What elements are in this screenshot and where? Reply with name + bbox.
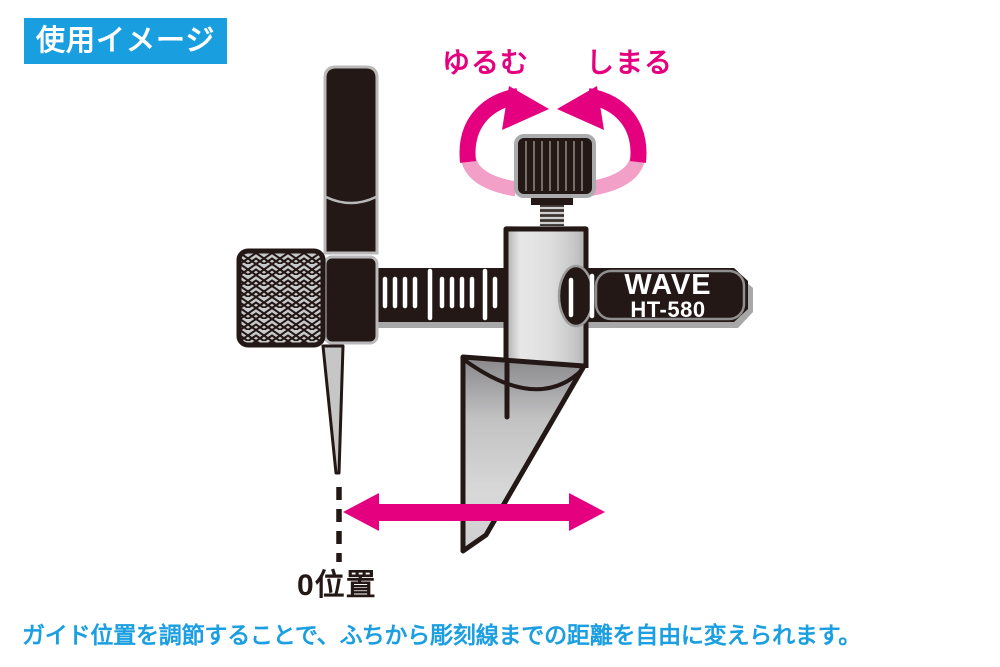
ruler-ticks (382, 268, 498, 321)
slide-arrowhead-right-icon (569, 493, 605, 531)
brand-text: WAVE (624, 269, 711, 301)
rotation-arrows (459, 86, 647, 197)
tighten-label: しまる (586, 47, 674, 78)
slide-arrowhead-left-icon (343, 493, 379, 531)
wedge-scoop-curve (461, 357, 585, 392)
main-body-bar (323, 65, 379, 345)
tighten-arrowhead-icon (557, 86, 604, 130)
bar-joint-ellipse (557, 264, 595, 328)
ruler-bar-end: WAVE HT-580 (557, 264, 746, 328)
screw-thread (531, 194, 573, 230)
body-lower-block (323, 255, 379, 345)
body-seam (325, 195, 377, 205)
usage-image-badge: 使用イメージ (24, 18, 228, 64)
knurled-wheel (236, 248, 326, 348)
guide-foot-wedge (460, 354, 587, 554)
knob-ribs (525, 141, 583, 191)
cutting-blade (321, 344, 345, 475)
loosen-arrowhead-icon (502, 86, 549, 130)
screw-collar (531, 194, 573, 205)
caption-text: ガイド位置を調節することで、ふちから彫刻線までの距離を自由に変えられます。 (22, 622, 862, 648)
brand-panel-outline (594, 269, 746, 321)
thumb-screw-knob (514, 134, 596, 198)
loosen-label: ゆるむ (442, 47, 530, 78)
slide-arrow (343, 493, 605, 531)
model-text: HT-580 (630, 297, 705, 322)
zero-position-label: 0位置 (297, 569, 377, 602)
